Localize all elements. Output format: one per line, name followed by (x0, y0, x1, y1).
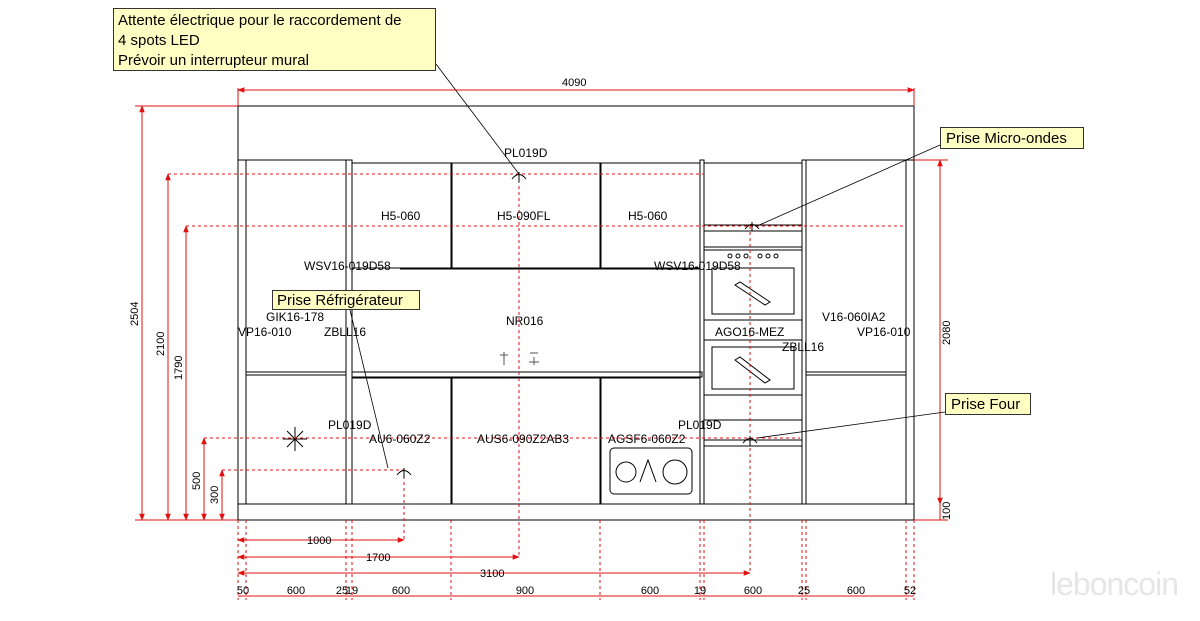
label-wsv16-right: WSV16-019D58 (654, 259, 741, 273)
tap-icon (500, 352, 539, 365)
dim-bottom-7: 19 (694, 585, 706, 597)
base-unit-au6 (351, 377, 452, 505)
dim-bottom-11: 52 (904, 585, 916, 597)
snowflake-icon (283, 427, 307, 451)
label-aus6: AUS6-090Z2AB3 (477, 432, 569, 446)
cooktop-control (639, 458, 657, 483)
dim-100: 100 (941, 502, 953, 520)
dim-500: 500 (191, 472, 203, 490)
label-v16: V16-060IA2 (822, 310, 886, 324)
dim-bottom-10: 600 (847, 585, 865, 597)
oven-glare-lower (734, 356, 771, 384)
leader-electrical (435, 63, 520, 175)
note-microwave: Prise Micro-ondes (940, 127, 1084, 149)
dim-2504: 2504 (129, 302, 141, 326)
dim-1700: 1700 (366, 552, 390, 564)
leader-oven (756, 411, 946, 439)
leader-fridge (349, 309, 389, 469)
note-fridge: Prise Réfrigérateur (272, 290, 420, 310)
label-vp16-right: VP16-010 (857, 325, 911, 339)
oven-socket-icon (742, 436, 758, 446)
leboncoin-watermark: leboncoin (1050, 566, 1179, 602)
label-gik16: GIK16-178 (266, 310, 324, 324)
filler-oven-right (801, 159, 807, 505)
label-h5-090fl: H5-090FL (497, 209, 551, 223)
dim-bottom-4: 600 (392, 585, 410, 597)
label-pl019d-top: PL019D (504, 146, 548, 160)
label-zbll16-left: ZBLL16 (324, 325, 366, 339)
filler-oven-left (699, 159, 705, 505)
oven-details (609, 253, 795, 495)
dim-2080: 2080 (941, 321, 953, 345)
leader-microwave (756, 144, 941, 227)
bottom-ticks (237, 520, 915, 600)
dim-bottom-9: 25 (798, 585, 810, 597)
label-au6: AU6-060Z2 (369, 432, 431, 446)
oven-window-upper (711, 267, 795, 315)
dim-bottom-6: 600 (641, 585, 659, 597)
wall-unit-h5-060-left (351, 162, 452, 269)
dim-bottom-1: 600 (287, 585, 305, 597)
oven-glare-upper (734, 281, 771, 306)
dim-1000: 1000 (307, 535, 331, 547)
fridge-socket-icon (396, 468, 412, 478)
note-electrical: Attente électrique pour le raccordement … (113, 8, 436, 71)
label-h5-060-right: H5-060 (628, 209, 668, 223)
microwave-frame (703, 230, 803, 248)
label-ago16: AGO16-MEZ (715, 325, 784, 339)
kitchen-structure (237, 105, 915, 521)
label-nr016: NR016 (506, 314, 544, 328)
dim-bottom-3: 19 (346, 585, 358, 597)
dim-bottom-8: 600 (744, 585, 762, 597)
cabinet-labels: PL019D H5-060 H5-090FL H5-060 WSV16-019D… (238, 146, 911, 446)
wall-unit-h5-090fl (451, 162, 601, 269)
dim-total-width: 4090 (562, 77, 586, 89)
note-electrical-line-3: Prévoir un interrupteur mural (118, 52, 309, 69)
cooktop-burner-2 (662, 459, 688, 485)
plinth (237, 503, 915, 521)
label-zbll16-right: ZBLL16 (782, 340, 824, 354)
dim-2100: 2100 (155, 332, 167, 356)
leader-lines (349, 63, 946, 469)
label-pl019d-oven: PL019D (678, 418, 722, 432)
tall-door-right-upper (805, 159, 907, 373)
cooktop-burner-1 (615, 461, 637, 483)
note-electrical-line-1: Attente électrique pour le raccordement … (118, 12, 402, 29)
filler-left (345, 159, 353, 505)
guide-lines (168, 173, 906, 573)
dim-bottom-0: 50 (237, 585, 249, 597)
dim-300: 300 (209, 486, 221, 504)
cooktop-front (609, 447, 693, 495)
label-h5-060-left: H5-060 (381, 209, 421, 223)
label-pl019d-fridge: PL019D (328, 418, 372, 432)
base-unit-aus6 (451, 377, 601, 505)
tall-door-right-lower (805, 374, 907, 505)
label-wsv16-left: WSV16-019D58 (304, 259, 391, 273)
label-vp16-left: VP16-010 (238, 325, 292, 339)
dimension-labels: 4090 2504 2100 1790 500 300 2080 100 100… (129, 77, 953, 580)
dimension-lines (135, 87, 948, 597)
dim-bottom-2: 25 (336, 585, 348, 597)
note-electrical-line-2: 4 spots LED (118, 32, 200, 49)
micro-socket-icon (744, 222, 760, 231)
oven-column-top-door (703, 162, 803, 226)
note-oven: Prise Four (945, 393, 1031, 415)
oven-window-lower (711, 346, 795, 390)
dim-3100: 3100 (480, 568, 504, 580)
worktop (351, 371, 703, 378)
label-agsf6: AGSF6-060Z2 (608, 432, 686, 446)
oven-column-bottom-door (703, 445, 803, 505)
oven-knobs (727, 253, 779, 259)
dim-bottom-5: 900 (516, 585, 534, 597)
dim-1790: 1790 (173, 356, 185, 380)
